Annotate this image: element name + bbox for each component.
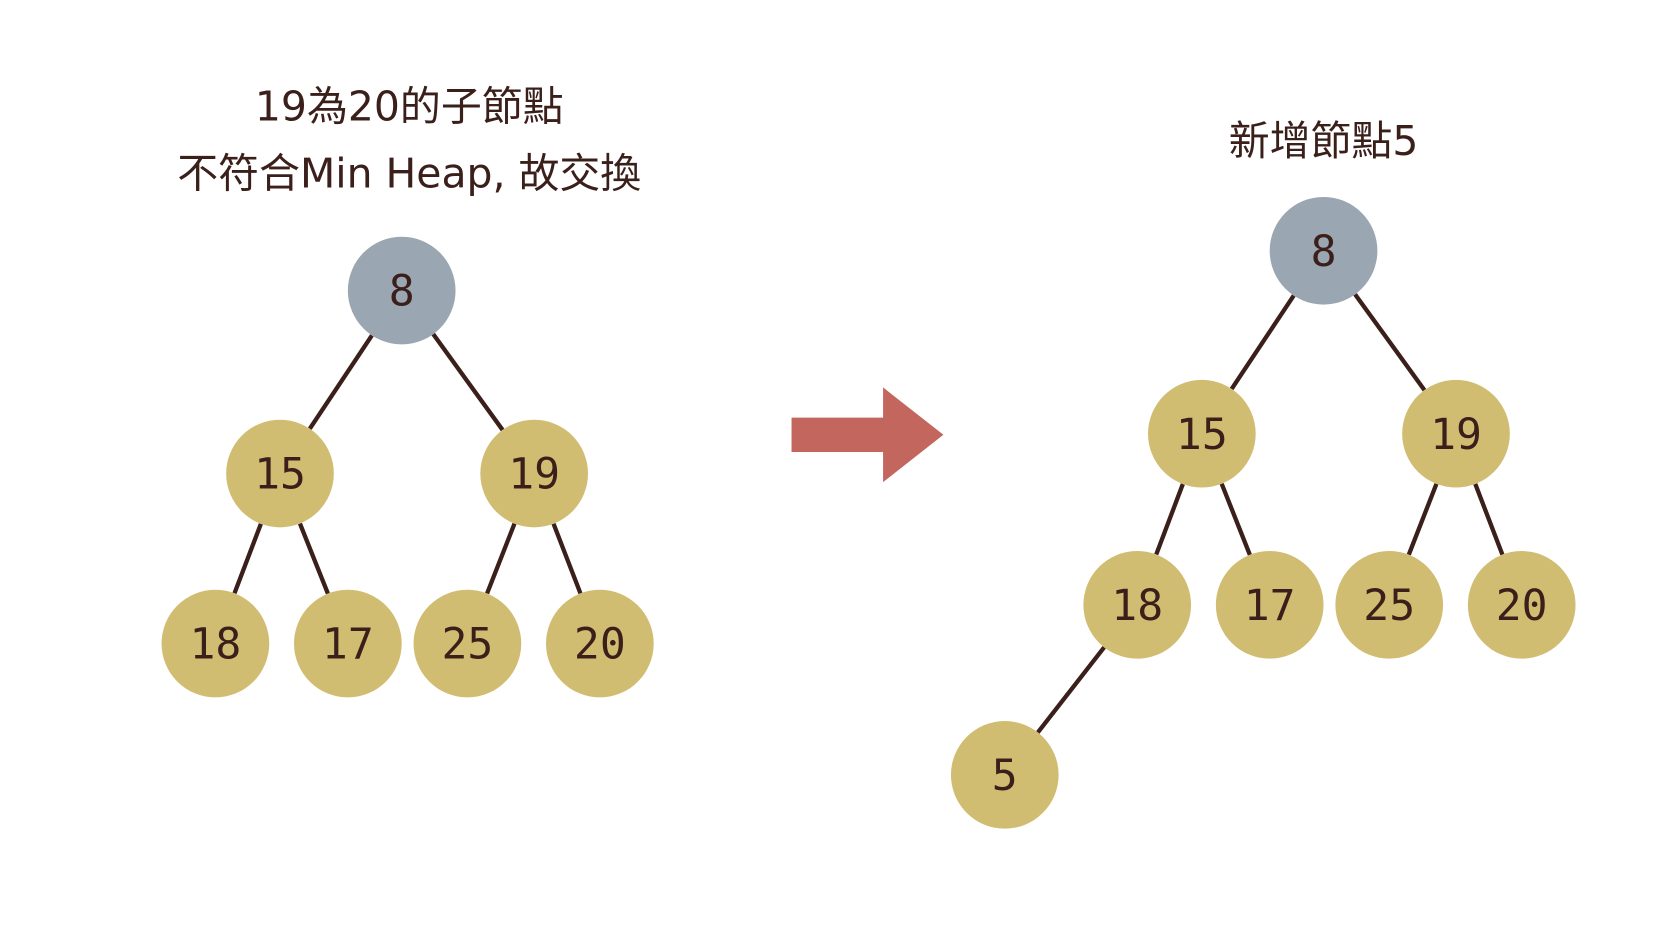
tree-edge <box>232 523 263 595</box>
tree-edge <box>1353 293 1427 392</box>
node-value: 17 <box>1244 581 1296 631</box>
tree-edge <box>485 522 517 595</box>
tree-edge <box>308 334 374 430</box>
tree-edge <box>551 522 583 595</box>
node-value: 5 <box>992 751 1018 801</box>
node-value: 25 <box>441 620 493 670</box>
tree-edge <box>297 522 330 595</box>
tree-node <box>1467 551 1576 659</box>
tree-node <box>226 419 334 528</box>
node-value: 19 <box>1430 410 1482 460</box>
tree-node <box>480 419 588 528</box>
node-value: 18 <box>1111 581 1163 631</box>
tree-edge <box>1219 482 1252 556</box>
right-arrow-icon <box>791 387 944 483</box>
node-value: 25 <box>1363 581 1415 631</box>
tree-edge <box>1154 483 1185 556</box>
tree-edge <box>1406 483 1439 556</box>
right-title: 新增節點5 <box>1229 117 1419 165</box>
node-value: 18 <box>189 620 241 670</box>
tree-edge <box>1036 645 1106 734</box>
node-value: 17 <box>322 620 374 670</box>
node-value: 20 <box>1496 581 1548 631</box>
tree-node <box>1215 551 1324 659</box>
tree-node <box>1335 551 1444 659</box>
tree-node <box>1402 379 1510 488</box>
tree-node <box>1083 551 1192 659</box>
root-node <box>1269 196 1378 305</box>
tree-node <box>950 721 1059 829</box>
left-title-line2: 不符合Min Heap, 故交換 <box>177 149 641 197</box>
node-value: 8 <box>389 267 415 317</box>
node-value: 15 <box>1176 410 1228 460</box>
root-node <box>347 236 456 345</box>
node-value: 15 <box>254 450 306 500</box>
tree-node <box>161 589 270 698</box>
tree-node <box>1148 379 1256 488</box>
tree-edge <box>1473 483 1505 556</box>
node-value: 8 <box>1311 227 1337 277</box>
tree-edge <box>431 332 505 432</box>
right-tree: 8 15 19 18 17 25 20 5 <box>950 196 1576 829</box>
left-tree: 8 15 19 18 17 25 20 <box>161 236 654 698</box>
node-value: 20 <box>574 620 626 670</box>
tree-node <box>413 589 522 698</box>
tree-node <box>294 589 402 698</box>
left-title-line1: 19為20的子節點 <box>255 83 564 131</box>
tree-node <box>546 589 654 698</box>
node-value: 19 <box>508 450 560 500</box>
tree-edge <box>1229 294 1296 391</box>
